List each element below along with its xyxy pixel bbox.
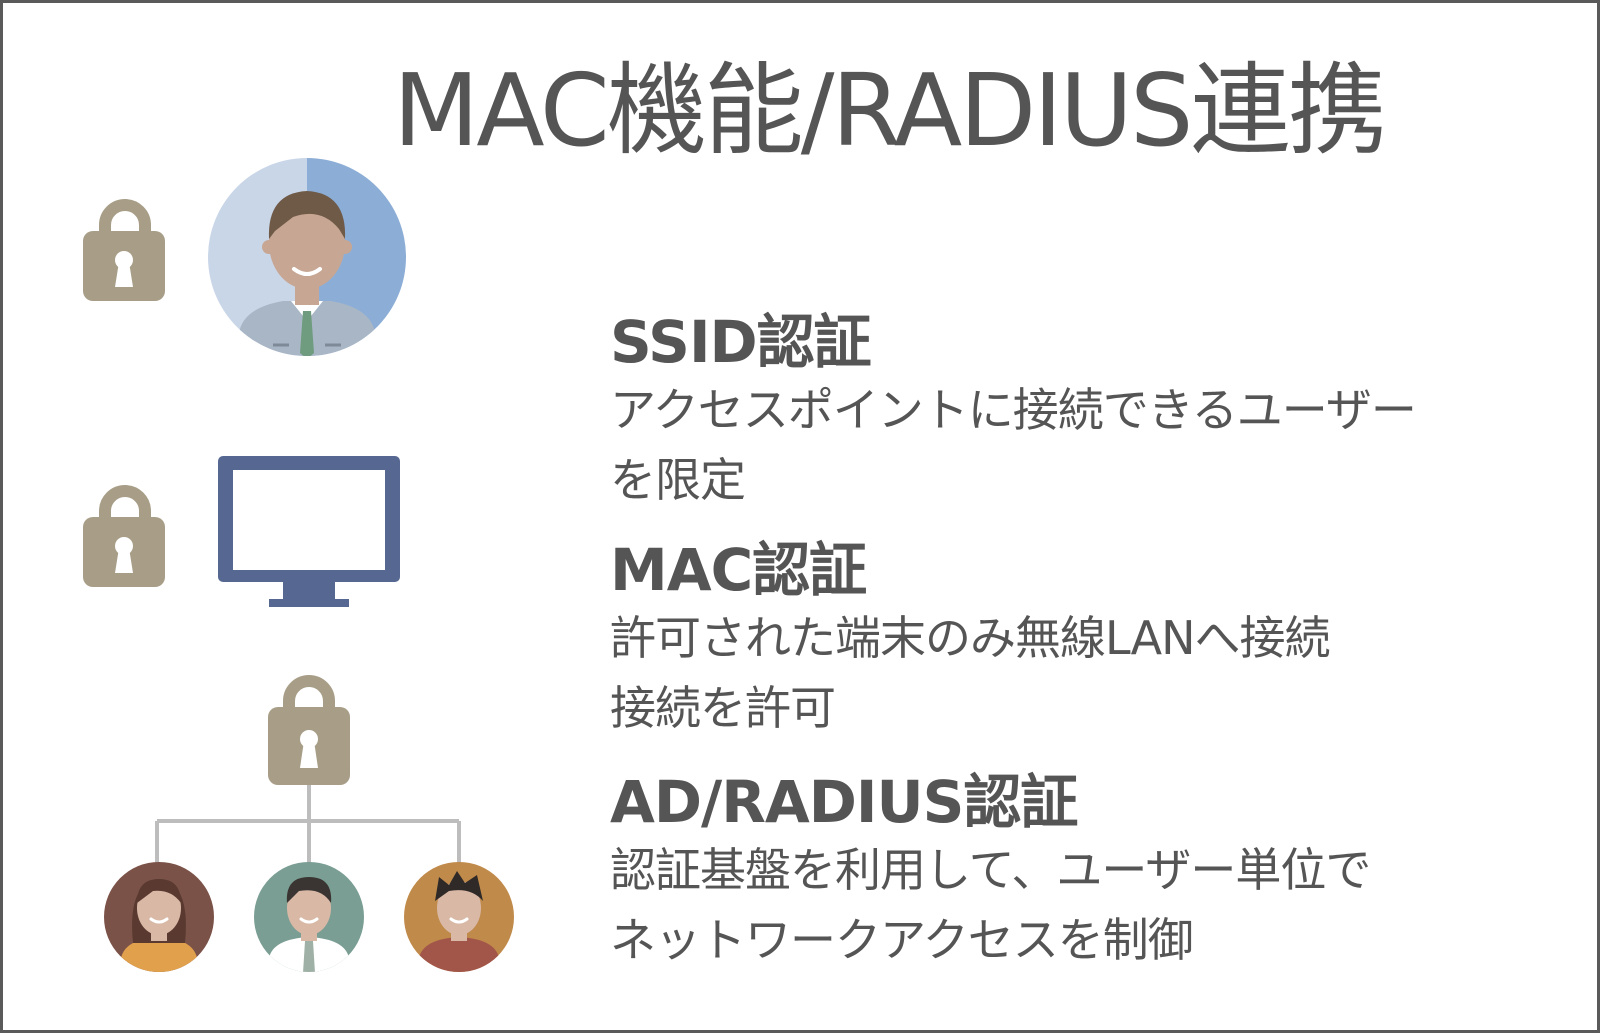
man-avatar-icon [254, 862, 364, 972]
lock-icon [83, 485, 165, 587]
section-description-line: を限定 [610, 453, 746, 507]
section-mac-auth: MAC認証 許可された端末のみ無線LANへ接続 接続を許可 [610, 537, 1510, 743]
section-ssid-auth: SSID認証 アクセスポイントに接続できるユーザー を限定 [610, 309, 1510, 515]
section-heading: MAC認証 [610, 536, 867, 604]
illustration-panel [83, 158, 514, 972]
lock-icon [83, 199, 165, 301]
section-description-line: 許可された端末のみ無線LANへ接続 [610, 611, 1331, 665]
section-description-line: 接続を許可 [610, 681, 836, 735]
section-ad-radius-auth: AD/RADIUS認証 認証基盤を利用して、ユーザー単位で ネットワークアクセス… [610, 769, 1510, 975]
businessman-avatar-icon [208, 158, 406, 356]
connector-lines [155, 785, 461, 867]
section-description-line: 認証基盤を利用して、ユーザー単位で [610, 843, 1371, 897]
section-description-line: ネットワークアクセスを制御 [610, 913, 1194, 967]
lock-icon [268, 675, 350, 785]
young-man-avatar-icon [404, 862, 514, 972]
page-title: MAC機能/RADIUS連携 [393, 52, 1387, 169]
section-heading: SSID認証 [610, 308, 872, 376]
monitor-icon [218, 456, 400, 607]
section-heading: AD/RADIUS認証 [610, 768, 1078, 836]
woman-avatar-icon [104, 862, 214, 972]
section-description-line: アクセスポイントに接続できるユーザー [610, 383, 1417, 437]
